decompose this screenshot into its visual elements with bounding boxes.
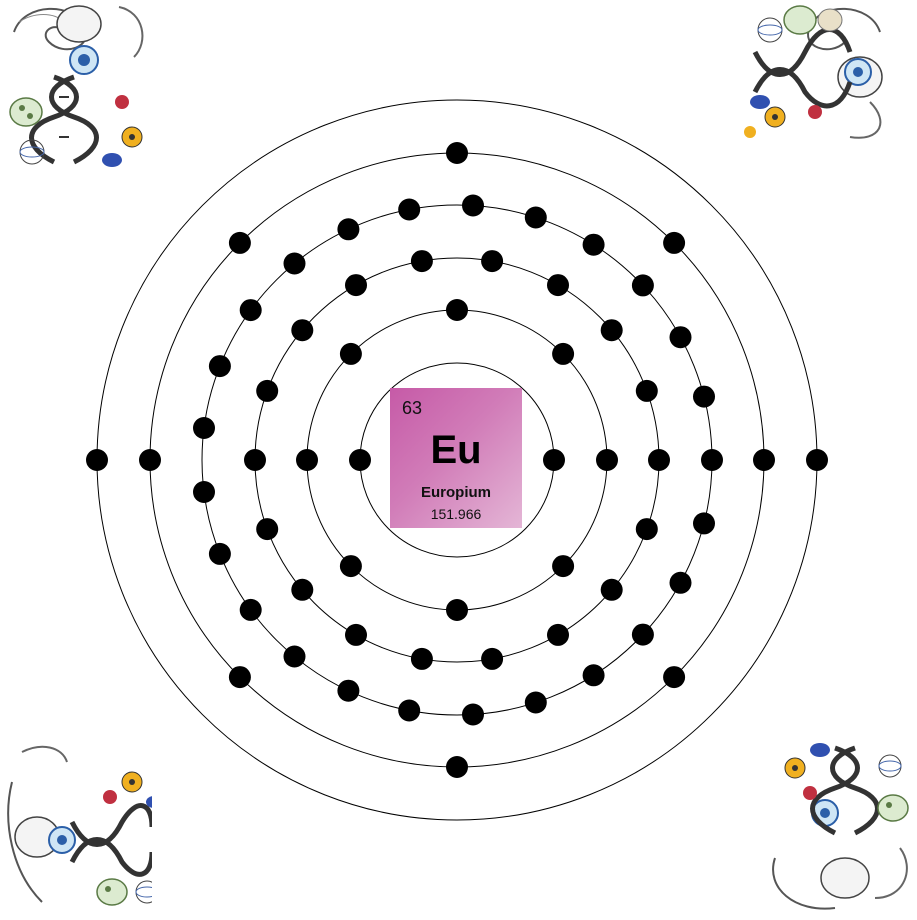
face-swirl-icon	[7, 745, 68, 903]
electron	[600, 578, 623, 601]
electron	[446, 756, 468, 778]
dna-helix-icon	[69, 803, 152, 877]
electron	[256, 518, 279, 541]
electron	[582, 664, 605, 687]
corner-illustration-bottom-left	[7, 745, 152, 906]
electron	[208, 542, 231, 565]
cell-icon	[9, 97, 43, 127]
element-tile: 63 Eu Europium 151.966	[390, 388, 522, 528]
electron	[693, 385, 715, 408]
electron	[339, 555, 362, 578]
radiation-icon	[744, 95, 822, 138]
electron	[446, 599, 468, 621]
electron	[410, 647, 433, 670]
electron	[596, 449, 618, 471]
electron	[283, 645, 306, 668]
corner-illustration-top-left	[9, 5, 144, 167]
cell-icon	[877, 794, 909, 822]
electron	[349, 449, 371, 471]
atom-icon	[757, 17, 783, 43]
electron	[193, 417, 215, 439]
electron	[256, 379, 279, 402]
electron	[462, 194, 484, 217]
electron	[547, 274, 569, 297]
electron	[446, 142, 468, 164]
electron	[524, 691, 547, 714]
electron	[635, 518, 658, 541]
electron	[139, 449, 161, 471]
electron	[345, 274, 367, 297]
electron	[669, 326, 692, 349]
electron	[296, 449, 318, 471]
molecule-icon	[844, 58, 872, 86]
electron	[345, 623, 367, 646]
molecule-icon	[48, 826, 76, 854]
radiation-icon	[102, 95, 143, 167]
atom-icon	[878, 754, 902, 778]
electron	[663, 231, 686, 254]
electron	[635, 379, 658, 402]
radiation-icon	[103, 771, 152, 808]
electron	[339, 342, 362, 365]
electron	[524, 206, 547, 229]
electron	[693, 512, 715, 535]
electron	[543, 449, 565, 471]
electron	[663, 666, 686, 689]
electron	[239, 598, 262, 621]
dna-helix-icon	[810, 745, 880, 836]
molecule-icon	[69, 45, 99, 75]
electron	[701, 449, 723, 471]
electron	[228, 666, 251, 689]
electron	[193, 481, 215, 503]
electron	[291, 578, 314, 601]
electron	[552, 342, 575, 365]
electron	[481, 647, 504, 670]
face-swirl-icon	[13, 5, 144, 58]
electron	[398, 699, 421, 722]
atomic-mass: 151.966	[430, 506, 482, 522]
electron	[291, 319, 314, 342]
electron	[239, 299, 262, 322]
electron	[631, 274, 654, 297]
atom-icon	[19, 139, 45, 165]
electron	[410, 250, 433, 273]
electron	[244, 449, 266, 471]
cell-icon	[96, 878, 128, 906]
radiation-icon	[784, 743, 830, 800]
electron	[208, 355, 231, 378]
electron	[669, 571, 692, 594]
atomic-number: 63	[402, 398, 423, 418]
cell-icon	[783, 5, 843, 35]
electron	[462, 703, 484, 726]
corner-illustration-top-right	[744, 5, 883, 139]
electron	[753, 449, 775, 471]
electron	[337, 679, 360, 702]
electron	[600, 319, 623, 342]
electron	[228, 231, 251, 254]
electron	[552, 555, 575, 578]
electron	[446, 299, 468, 321]
electron	[337, 218, 360, 241]
face-swirl-icon	[772, 847, 908, 910]
atom-icon	[135, 880, 152, 904]
element-symbol: Eu	[430, 428, 482, 472]
electron	[631, 623, 654, 646]
electron	[582, 233, 605, 256]
electron	[481, 250, 504, 273]
element-name: Europium	[421, 484, 491, 501]
electron	[547, 623, 569, 646]
electron	[398, 198, 421, 221]
dna-helix-icon	[752, 27, 853, 109]
electron	[648, 449, 670, 471]
electron	[806, 449, 828, 471]
electron	[283, 252, 306, 275]
electron	[86, 449, 108, 471]
corner-illustration-bottom-right	[772, 743, 909, 910]
